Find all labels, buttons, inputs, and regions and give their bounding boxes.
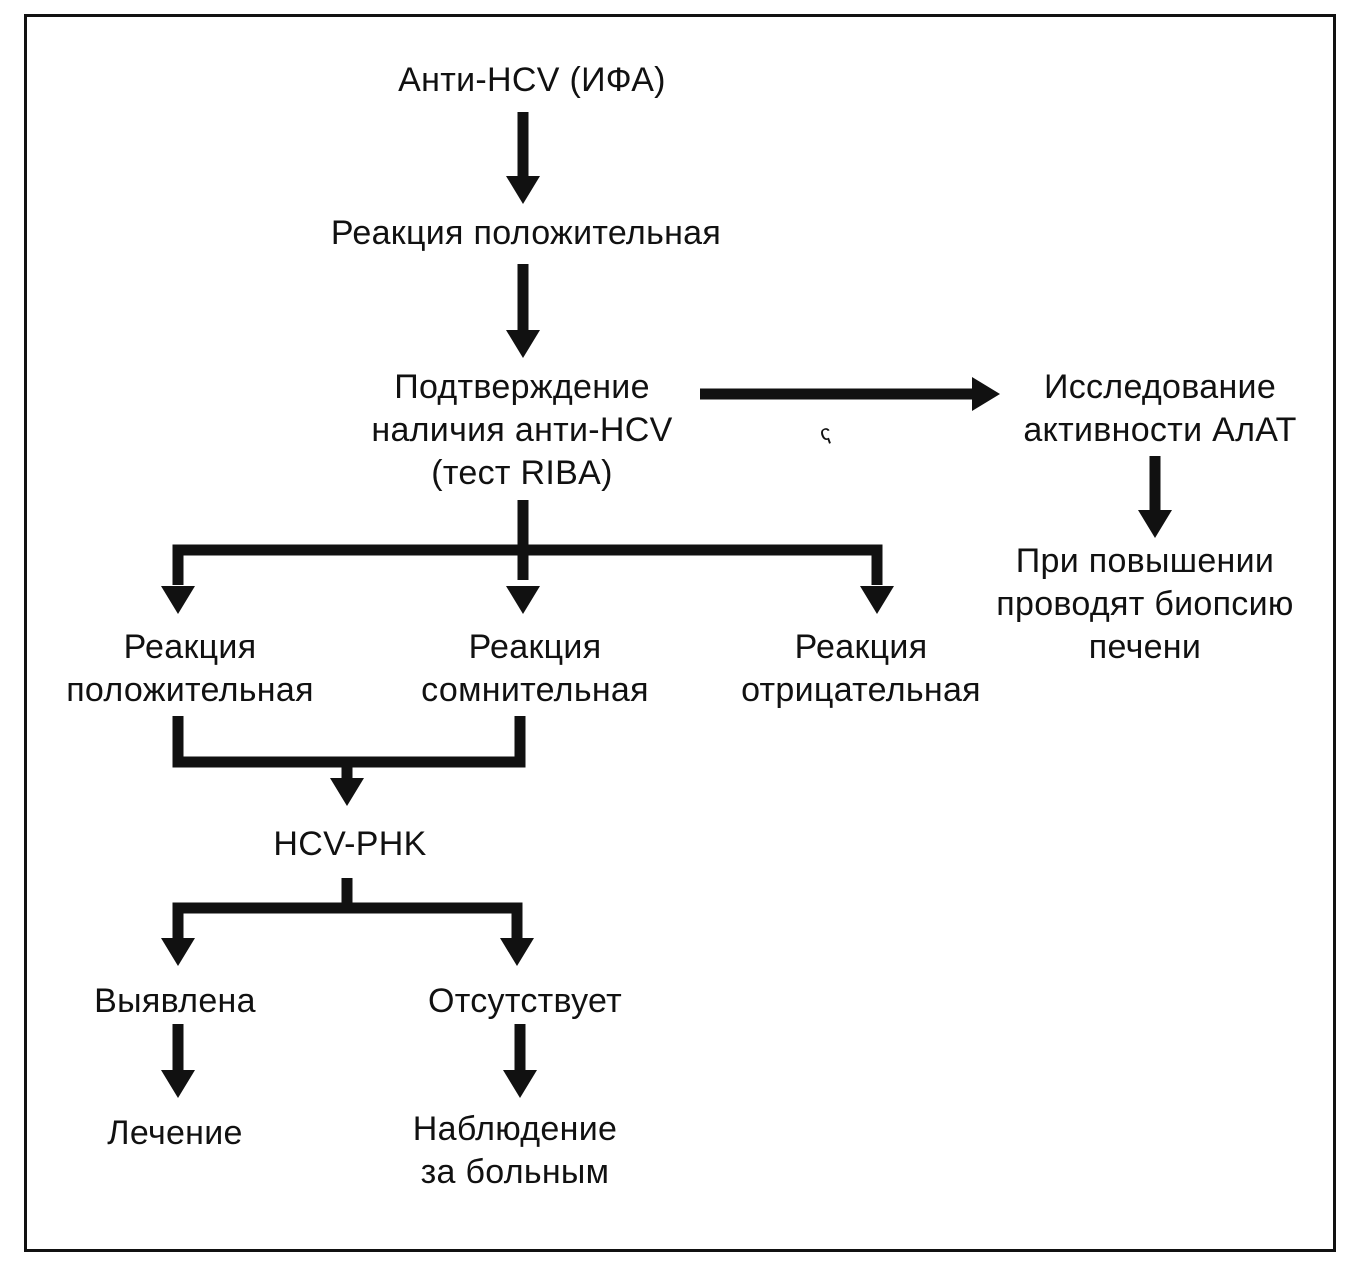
- node-absent: Отсутствует: [390, 980, 660, 1023]
- node-detected: Выявлена: [60, 980, 290, 1023]
- node-alat-study-line-1: Исследование: [1043, 368, 1277, 406]
- node-riba-confirmation: Подтверждение наличия анти-HCV (тест RIB…: [312, 366, 732, 495]
- node-observation-line-1: Наблюдение: [412, 1110, 618, 1148]
- node-reaction-positive-primary: Реакция положительная: [256, 212, 796, 255]
- arrow-head-confirm-to-alat: [972, 377, 1000, 411]
- node-hcv-rna-line: HCV-PHK: [273, 825, 427, 863]
- node-riba-confirmation-line-2: наличия анти-HCV: [371, 411, 673, 449]
- node-observation: Наблюдение за больным: [375, 1108, 655, 1194]
- node-riba-confirmation-line-3: (тест RIBA): [431, 454, 613, 492]
- node-reaction-negative: Реакция отрицательная: [700, 626, 1022, 712]
- node-treatment: Лечение: [60, 1112, 290, 1155]
- arrow-head-to-observation: [503, 1070, 537, 1098]
- connector-three-branch: [172, 544, 883, 585]
- arrow-head-positive-to-confirm: [506, 330, 540, 358]
- node-biopsy-line-3: печени: [1088, 628, 1202, 666]
- node-reaction-positive-primary-line: Реакция положительная: [330, 214, 722, 252]
- node-observation-line-2: за больным: [420, 1153, 610, 1191]
- arrow-head-to-absent: [500, 938, 534, 966]
- node-reaction-positive-line-2: положительная: [66, 671, 314, 709]
- arrow-head-to-treatment: [161, 1070, 195, 1098]
- node-biopsy: При повышении проводят биопсию печени: [960, 540, 1330, 669]
- node-riba-confirmation-line-1: Подтверждение: [394, 368, 650, 406]
- node-anti-hcv-line: Анти-HCV (ИФА): [398, 61, 666, 99]
- node-alat-study-line-2: активности АлАТ: [1023, 411, 1297, 449]
- node-treatment-line: Лечение: [107, 1114, 243, 1152]
- connector-rna-branch: [172, 902, 523, 938]
- node-reaction-negative-line-2: отрицательная: [741, 671, 981, 709]
- diagram-frame: [24, 14, 1336, 1252]
- node-biopsy-line-2: проводят биопсию: [996, 585, 1294, 623]
- arrow-head-alat-to-biopsy: [1138, 510, 1172, 538]
- node-anti-hcv: Анти-HCV (ИФА): [332, 59, 732, 102]
- arrow-head-to-doubtful: [506, 586, 540, 614]
- node-alat-study: Исследование активности АлАТ: [980, 366, 1340, 452]
- arrow-head-to-detected: [161, 938, 195, 966]
- arrow-head-to-negative: [860, 586, 894, 614]
- arrow-head-to-rna: [330, 778, 364, 806]
- node-reaction-doubtful-line-2: сомнительная: [421, 671, 649, 709]
- arrow-head-anti-to-positive: [506, 176, 540, 204]
- node-detected-line: Выявлена: [94, 982, 256, 1020]
- node-reaction-negative-line-1: Реакция: [794, 628, 928, 666]
- node-hcv-rna: HCV-PHK: [220, 823, 480, 866]
- node-reaction-positive-line-1: Реакция: [123, 628, 257, 666]
- node-reaction-doubtful: Реакция сомнительная: [380, 626, 690, 712]
- arrow-head-to-positive: [161, 586, 195, 614]
- connector-merge-to-rna: [172, 716, 526, 768]
- node-absent-line: Отсутствует: [428, 982, 622, 1020]
- node-reaction-doubtful-line-1: Реакция: [468, 628, 602, 666]
- node-reaction-positive: Реакция положительная: [30, 626, 350, 712]
- node-biopsy-line-1: При повышении: [1015, 542, 1275, 580]
